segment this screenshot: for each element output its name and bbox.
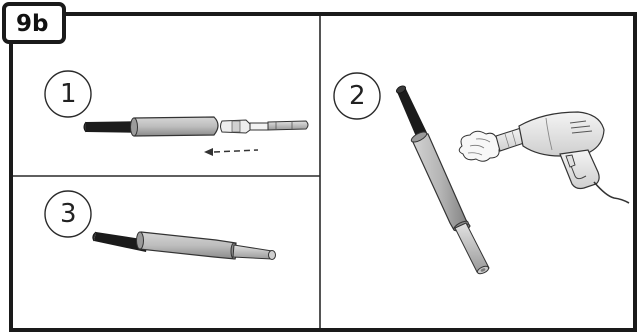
figure-frame [9, 12, 637, 332]
step-3-circle [44, 190, 92, 238]
step-1-number: 1 [60, 79, 77, 109]
figure-badge [2, 2, 66, 44]
step-3-illustration [92, 231, 276, 260]
step-3-number: 3 [60, 199, 77, 229]
step-1-circle [44, 70, 92, 118]
step-2-illustration [396, 85, 630, 275]
step-1-illustration [83, 116, 309, 156]
step-2-number: 2 [349, 81, 366, 111]
figure-badge-label: 9b [16, 11, 49, 37]
step-2-circle [333, 72, 381, 120]
